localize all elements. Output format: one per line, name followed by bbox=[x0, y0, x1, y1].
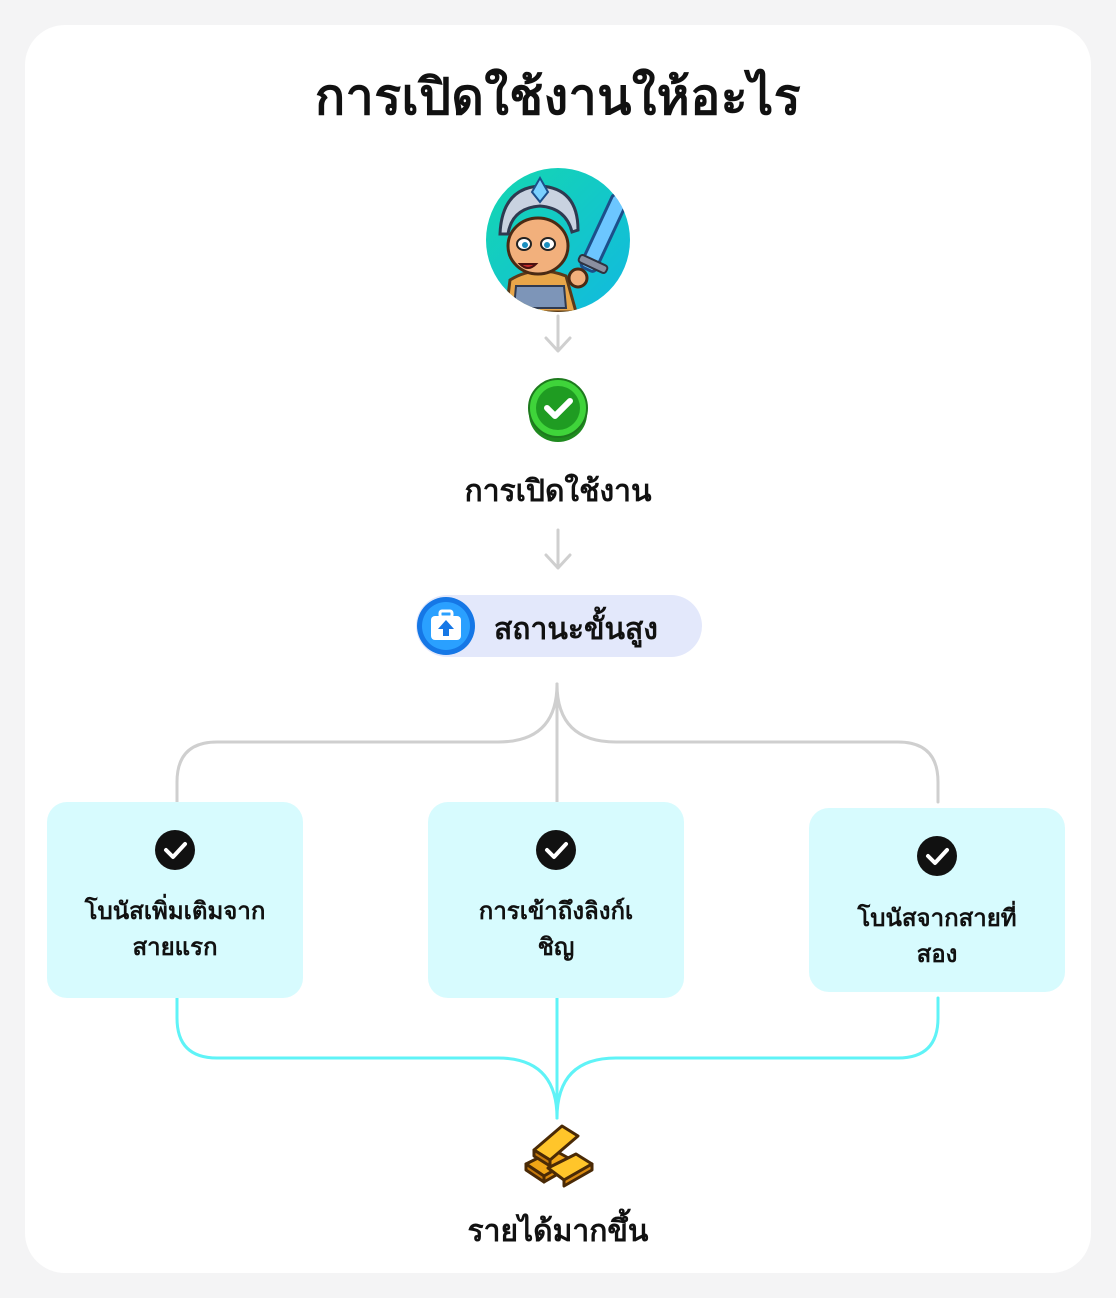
upgrade-briefcase-icon bbox=[417, 597, 475, 655]
page-title: การเปิดใช้งานให้อะไร bbox=[314, 68, 802, 126]
benefit-label: โบนัสเพิ่มเติมจาก สายแรก bbox=[84, 897, 266, 961]
gold-bars-icon bbox=[524, 1124, 594, 1188]
status-label: สถานะขั้นสูง bbox=[494, 612, 658, 647]
knight-avatar-icon bbox=[486, 168, 630, 312]
check-circle-icon bbox=[917, 836, 957, 876]
benefit-card: โบนัสจากสายที่ สอง bbox=[809, 808, 1065, 992]
result-label: รายได้มากขึ้น bbox=[467, 1214, 649, 1249]
benefit-card: การเข้าถึงลิงก์เ ชิญ bbox=[428, 802, 684, 998]
status-badge: สถานะขั้นสูง bbox=[416, 595, 702, 657]
activation-label: การเปิดใช้งาน bbox=[464, 474, 652, 509]
check-circle-icon bbox=[536, 830, 576, 870]
benefit-label: โบนัสจากสายที่ สอง bbox=[857, 904, 1017, 968]
benefit-card: โบนัสเพิ่มเติมจาก สายแรก bbox=[47, 802, 303, 998]
green-check-icon bbox=[528, 378, 588, 442]
check-circle-icon bbox=[155, 830, 195, 870]
benefit-label: การเข้าถึงลิงก์เ ชิญ bbox=[478, 897, 634, 961]
